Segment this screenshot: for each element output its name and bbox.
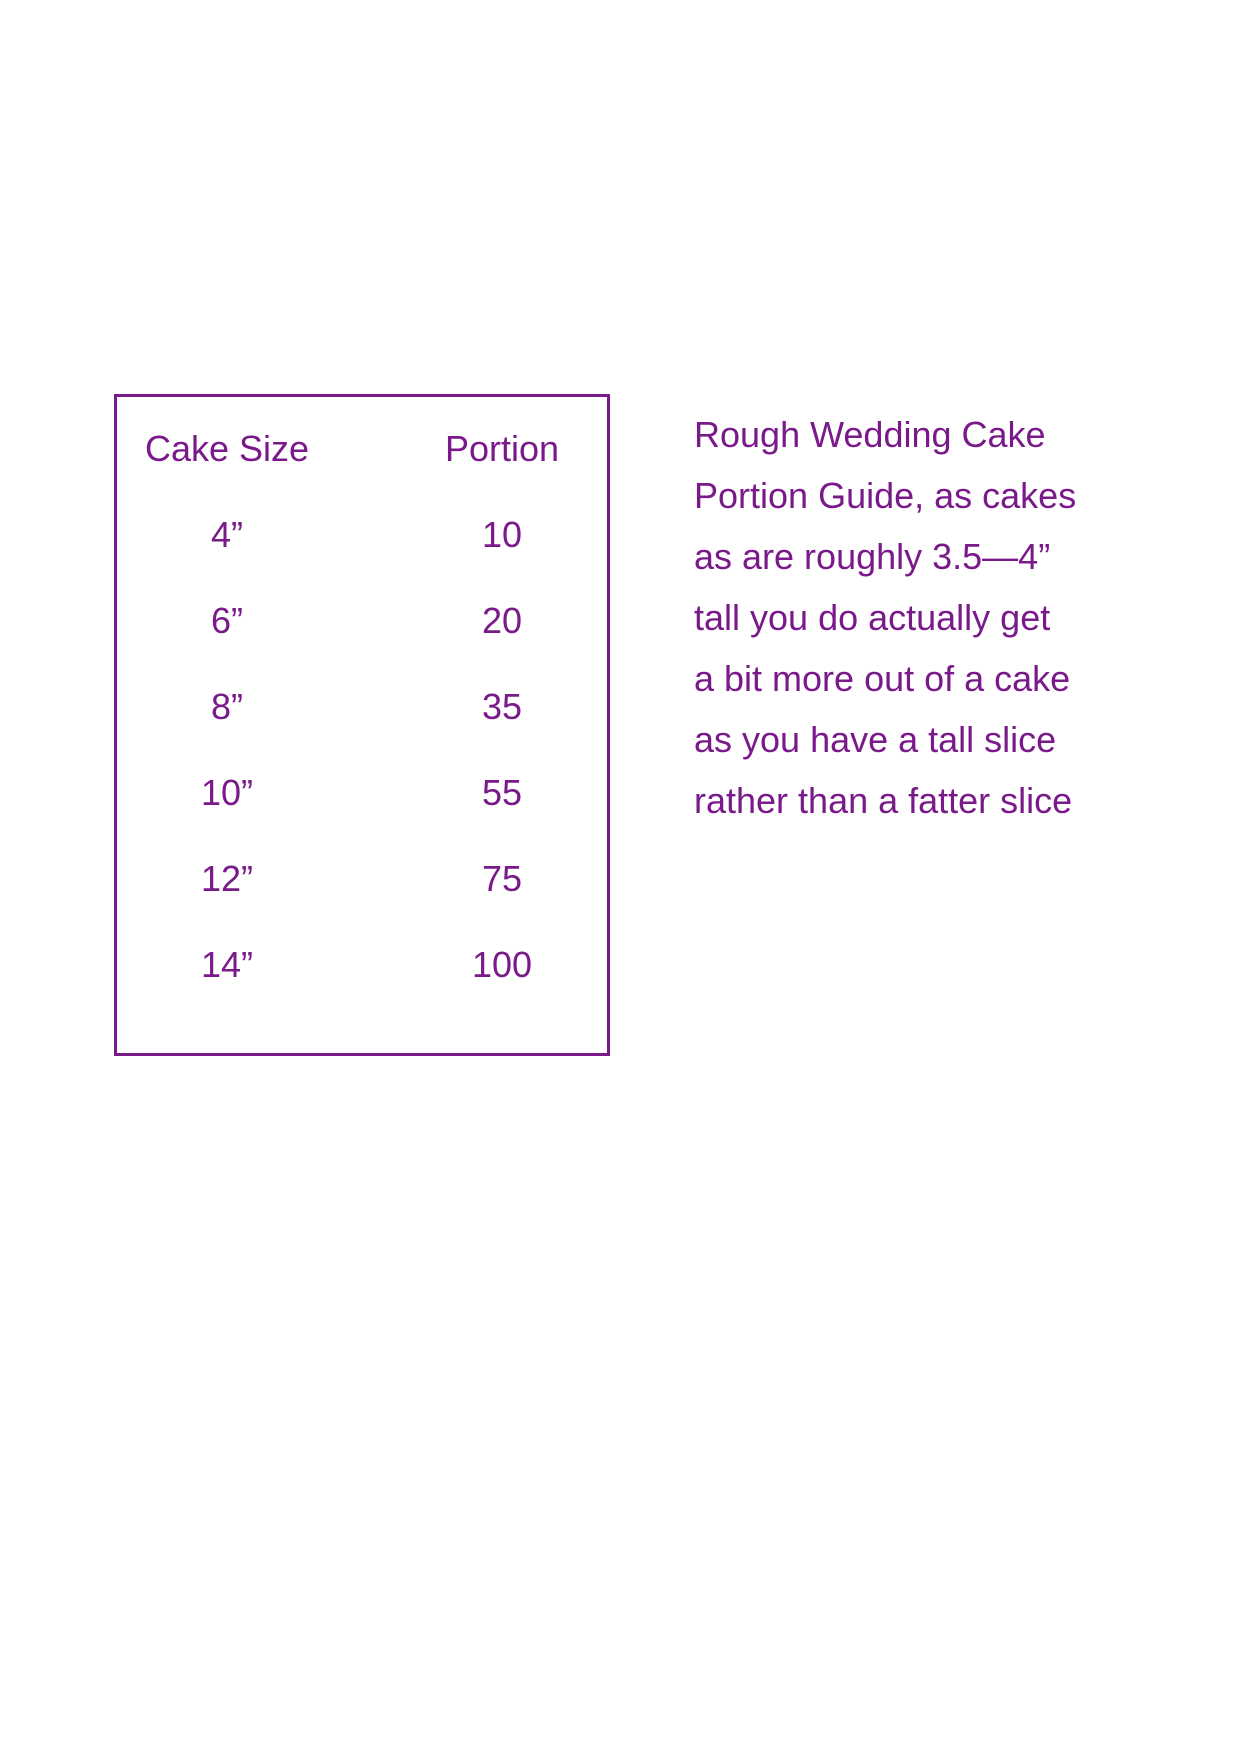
header-cake-size: Cake Size xyxy=(144,428,310,469)
description-line: as you have a tall slice xyxy=(694,719,1057,760)
description-line: rather than a fatter slice xyxy=(694,780,1073,821)
table-row-size: 4” xyxy=(210,514,243,555)
table-row-portion: 10 xyxy=(481,514,523,555)
header-portion: Portion xyxy=(444,428,560,469)
table-row-size: 14” xyxy=(200,944,254,985)
table-row-size: 12” xyxy=(200,858,254,899)
description-line: as are roughly 3.5—4” xyxy=(694,536,1051,577)
description-line: Rough Wedding Cake xyxy=(694,414,1046,455)
table-row-portion: 55 xyxy=(481,772,523,813)
portion-table: Cake Size Portion 4” 10 6” 20 8” 35 10” … xyxy=(114,394,610,1056)
portion-guide-description: Rough Wedding Cake Portion Guide, as cak… xyxy=(694,404,1164,831)
table-row-portion: 20 xyxy=(481,600,523,641)
table-row-size: 10” xyxy=(200,772,254,813)
table-row-portion: 100 xyxy=(471,944,533,985)
table-row-portion: 35 xyxy=(481,686,523,727)
description-line: Portion Guide, as cakes xyxy=(694,475,1077,516)
description-line: tall you do actually get xyxy=(694,597,1051,638)
description-line: a bit more out of a cake xyxy=(694,658,1071,699)
table-row-size: 8” xyxy=(210,686,243,727)
table-row-portion: 75 xyxy=(481,858,523,899)
table-row-size: 6” xyxy=(210,600,243,641)
